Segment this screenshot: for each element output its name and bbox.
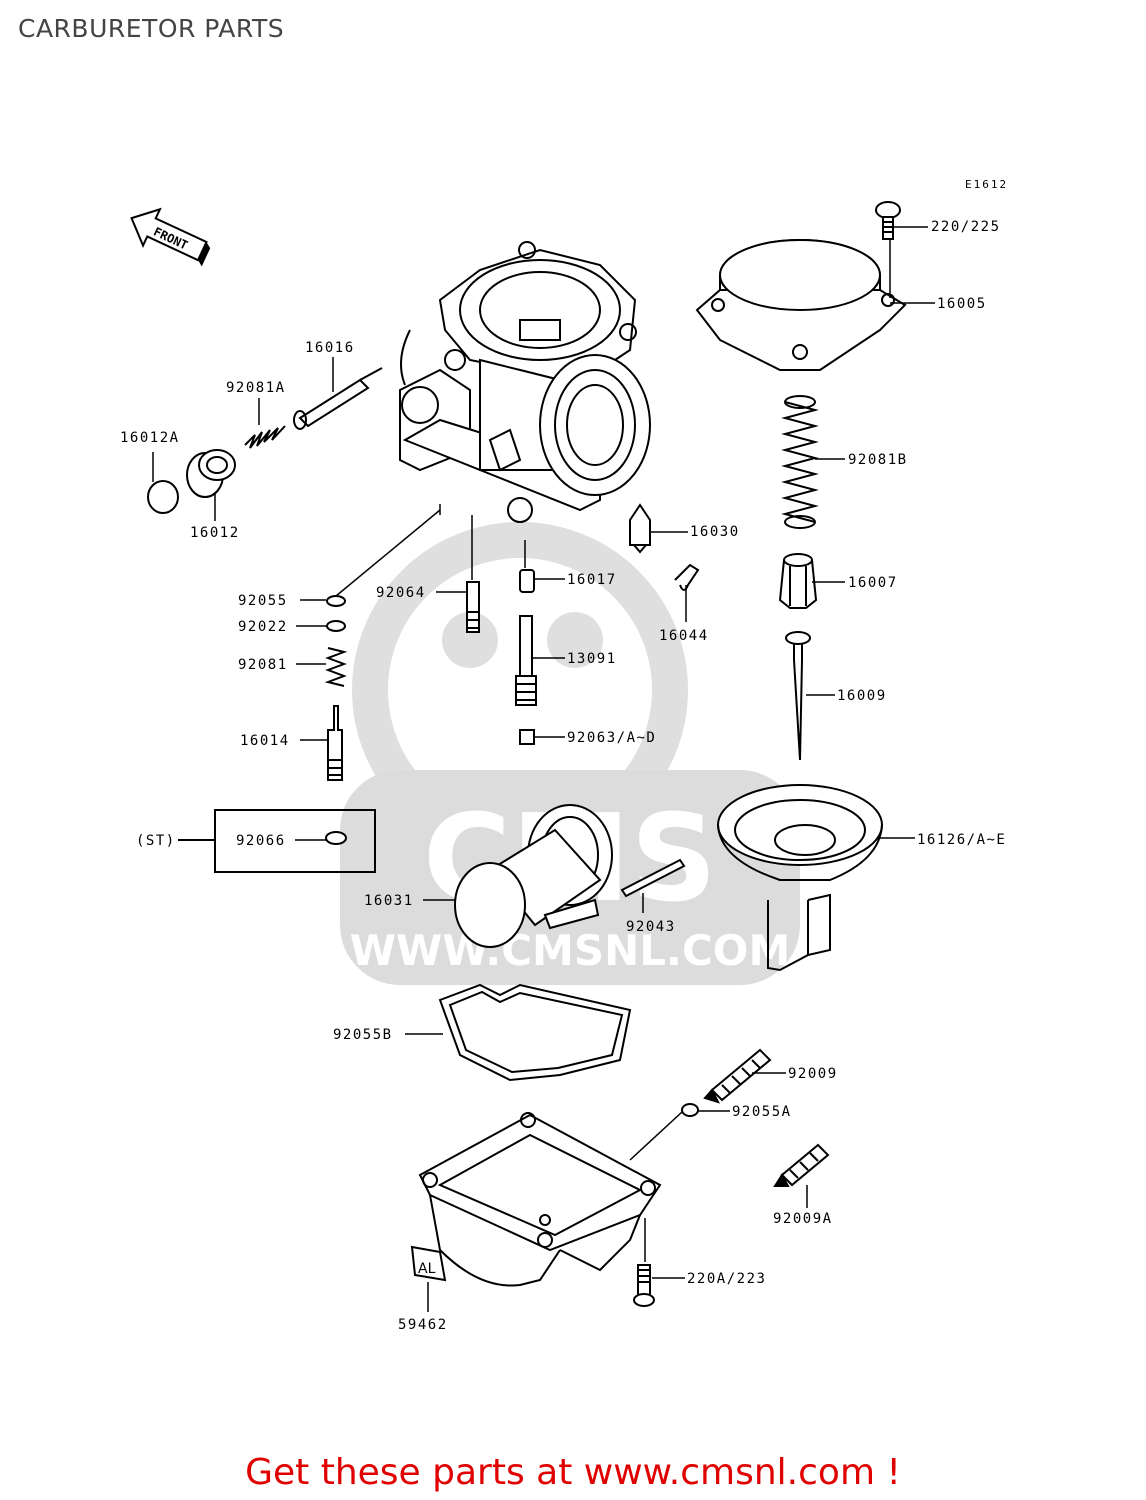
gasket-92055b (438, 983, 632, 1082)
jet-needle (785, 631, 811, 761)
part-label[interactable]: 16012A (120, 430, 180, 446)
float-valve (629, 503, 651, 554)
spring-92081b (781, 395, 819, 529)
float-bowl (418, 1112, 662, 1287)
part-label[interactable]: 92081A (226, 380, 286, 396)
spring-92081 (324, 647, 348, 687)
part-labels: 220/225 16005 16016 92081A 16012A 16012 … (120, 219, 1006, 1333)
leader-lines (152, 226, 935, 1312)
throttle-valve (454, 804, 613, 948)
main-jet-92063 (519, 729, 535, 745)
parts-diagram: CMS WWW.CMSNL.COM FRONT (120, 201, 1006, 1333)
part-label[interactable]: 220A/223 (687, 1271, 766, 1287)
part-label[interactable]: 16126/A~E (917, 832, 1006, 848)
part-label[interactable]: 13091 (567, 651, 617, 667)
part-label[interactable]: 16017 (567, 572, 617, 588)
part-label[interactable]: 16044 (659, 628, 709, 644)
top-cover (695, 239, 907, 371)
needle-holder (778, 553, 818, 609)
part-label[interactable]: 220/225 (931, 219, 1001, 235)
spring-92081a (244, 425, 286, 449)
part-label[interactable]: 92009 (788, 1066, 838, 1082)
part-label[interactable]: 16014 (240, 733, 290, 749)
part-label[interactable]: (ST) (136, 833, 176, 849)
part-label[interactable]: 92043 (626, 919, 676, 935)
part-16017 (519, 569, 535, 593)
watermark-text: WWW.CMSNL.COM (350, 926, 791, 975)
part-label[interactable]: 92081 (238, 657, 288, 673)
needle-jet-13091 (515, 615, 537, 706)
diagram-code: E1612 (965, 178, 1009, 191)
material-stamp (410, 1245, 447, 1282)
footer-cta-link[interactable]: Get these parts at www.cmsnl.com ! (245, 1452, 901, 1493)
jet-92064 (466, 581, 480, 633)
part-label[interactable]: 16007 (848, 575, 898, 591)
screw-92009a (773, 1143, 830, 1187)
washer-92022 (326, 620, 346, 632)
part-label[interactable]: 92064 (376, 585, 426, 601)
pin-92043 (620, 858, 686, 898)
carburetor-body (399, 241, 651, 523)
part-label[interactable]: 16012 (190, 525, 240, 541)
screw-92009 (703, 1048, 772, 1104)
part-label[interactable]: 92055B (333, 1027, 393, 1043)
pilot-screw (293, 367, 383, 430)
part-label[interactable]: 92081B (848, 452, 908, 468)
plug-16012 (186, 449, 236, 498)
part-label[interactable]: 92066 (236, 833, 286, 849)
part-label[interactable]: 16031 (364, 893, 414, 909)
part-label[interactable]: 16016 (305, 340, 355, 356)
washer-92055 (326, 595, 346, 607)
front-arrow: FRONT (130, 207, 211, 267)
screw-220 (875, 201, 901, 240)
part-label[interactable]: 92055 (238, 593, 288, 609)
cap-16012a (147, 480, 179, 514)
part-label[interactable]: 92055A (732, 1104, 792, 1120)
part-label[interactable]: 16009 (837, 688, 887, 704)
part-label[interactable]: 16005 (937, 296, 987, 312)
part-label[interactable]: 16030 (690, 524, 740, 540)
plug-92066 (325, 831, 347, 845)
oring-92055a (681, 1103, 699, 1117)
page-title: CARBURETOR PARTS (18, 14, 285, 43)
part-label[interactable]: 92022 (238, 619, 288, 635)
screw-220a (633, 1264, 655, 1307)
part-label[interactable]: 92009A (773, 1211, 833, 1227)
jet-16014 (327, 705, 343, 781)
part-label[interactable]: 92063/A~D (567, 730, 656, 746)
vacuum-piston (717, 784, 883, 972)
part-label[interactable]: 59462 (398, 1317, 448, 1333)
material-stamp-label: AL (418, 1261, 436, 1277)
